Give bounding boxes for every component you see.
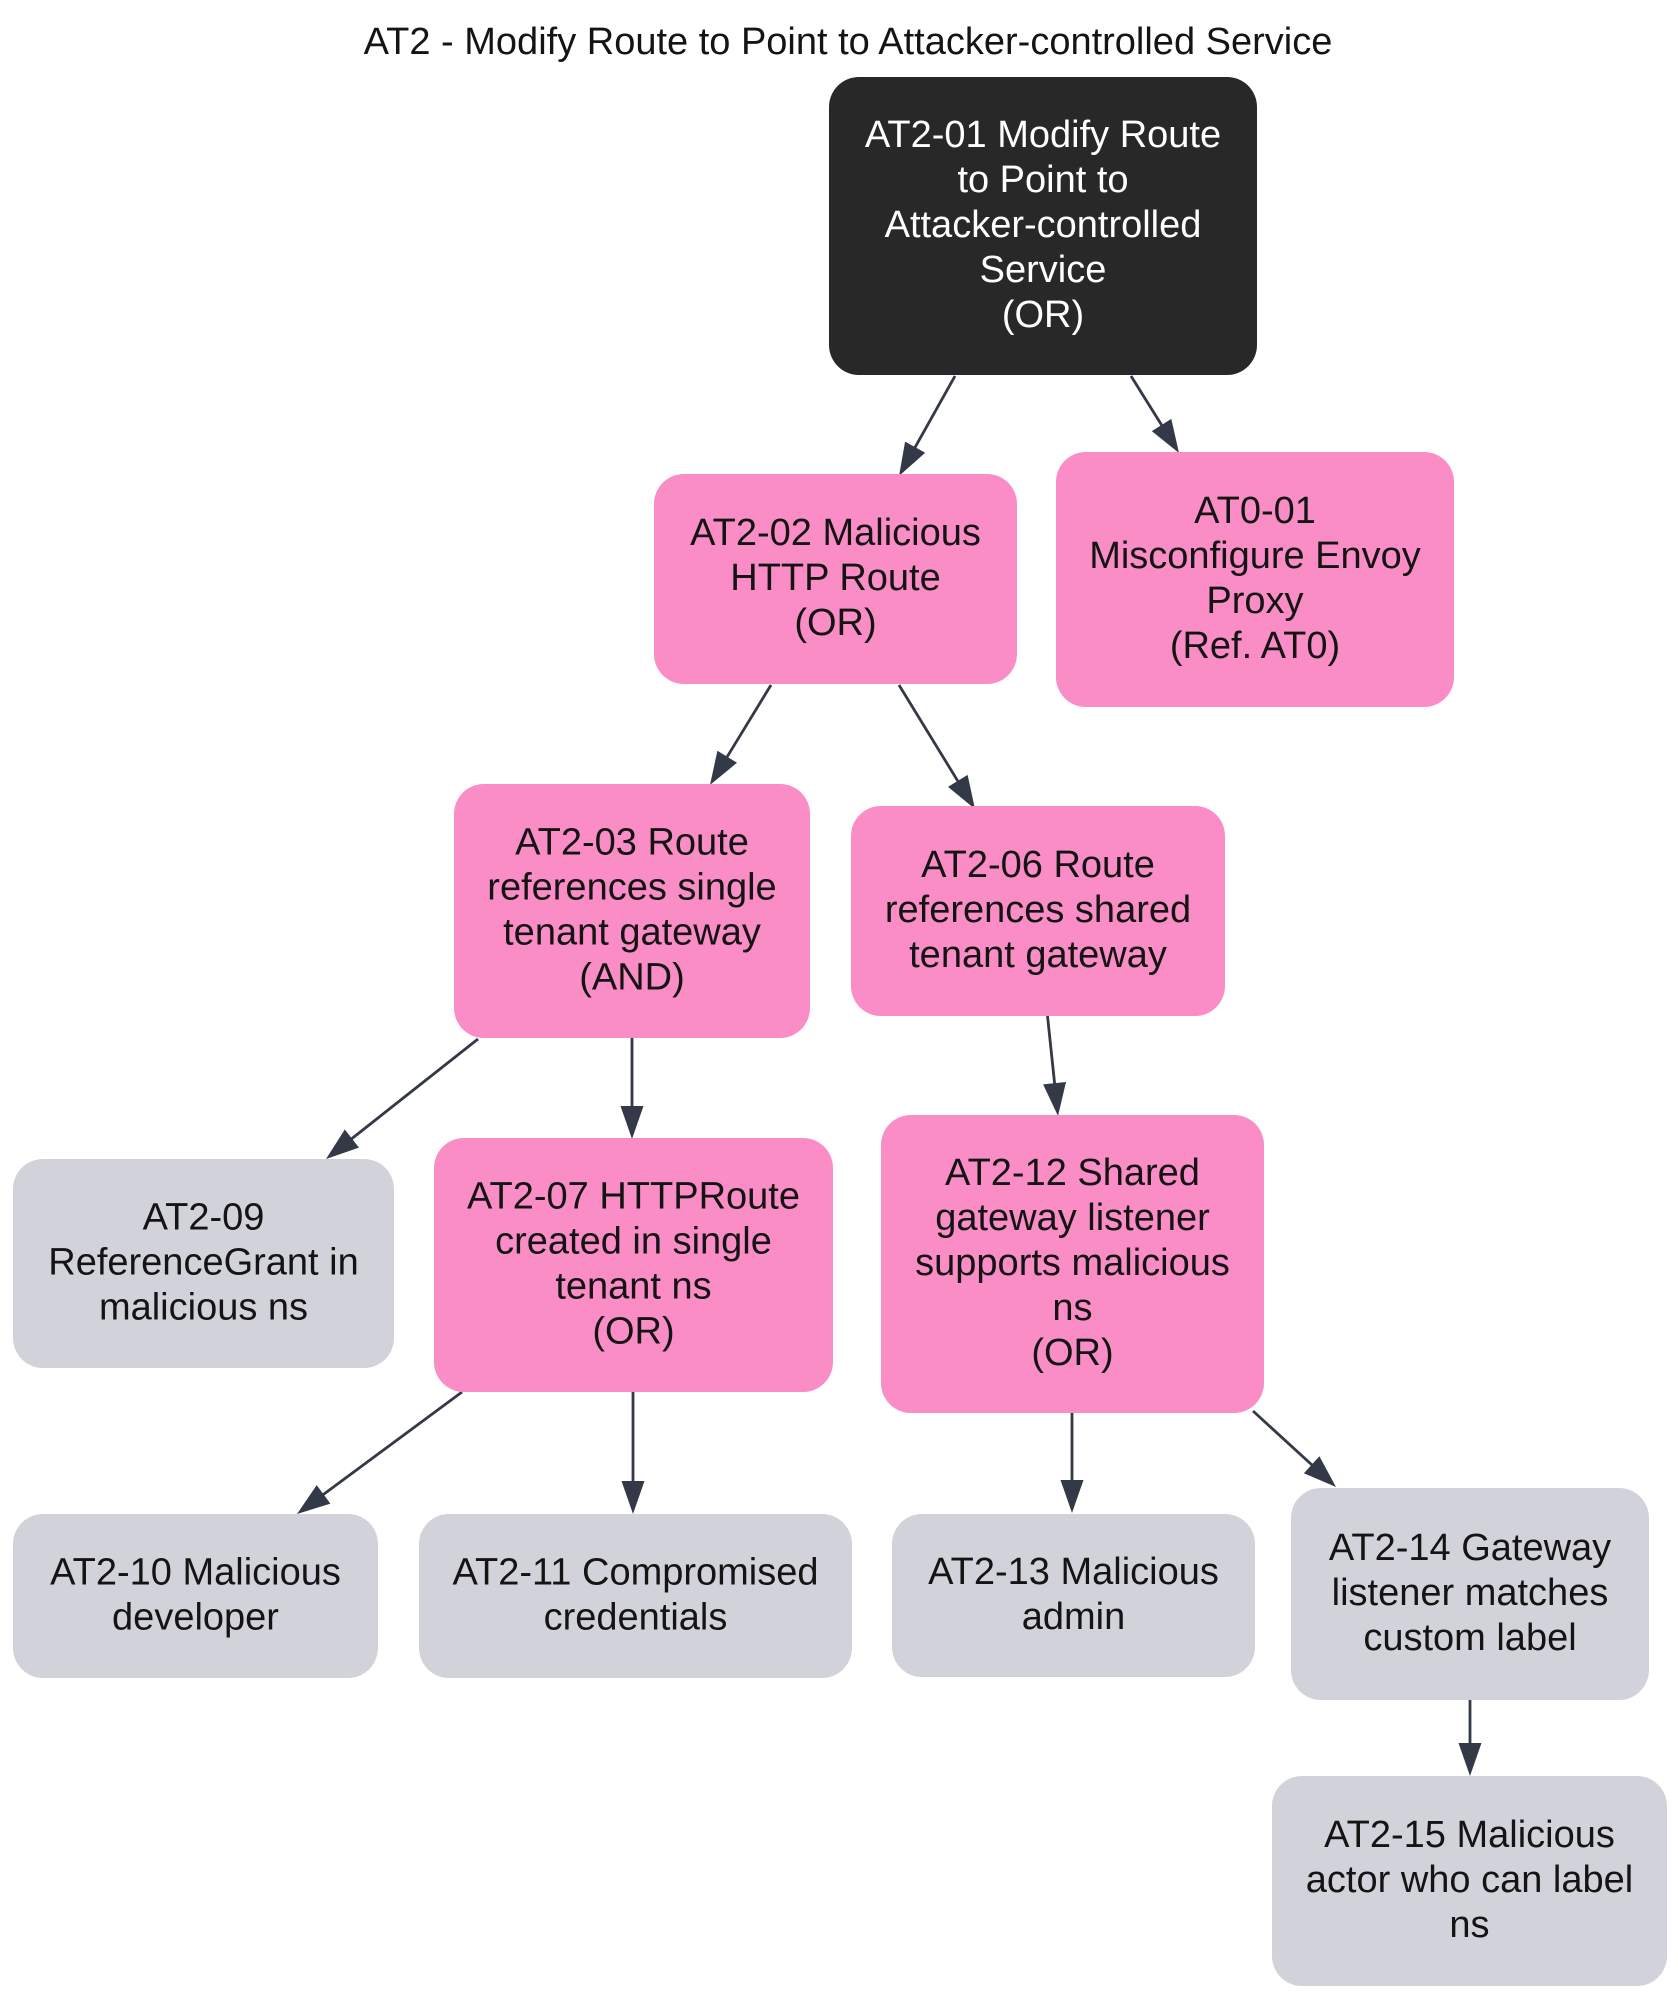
svg-text:AT2 - Modify Route to Point to: AT2 - Modify Route to Point to Attacker-… (364, 21, 1333, 63)
